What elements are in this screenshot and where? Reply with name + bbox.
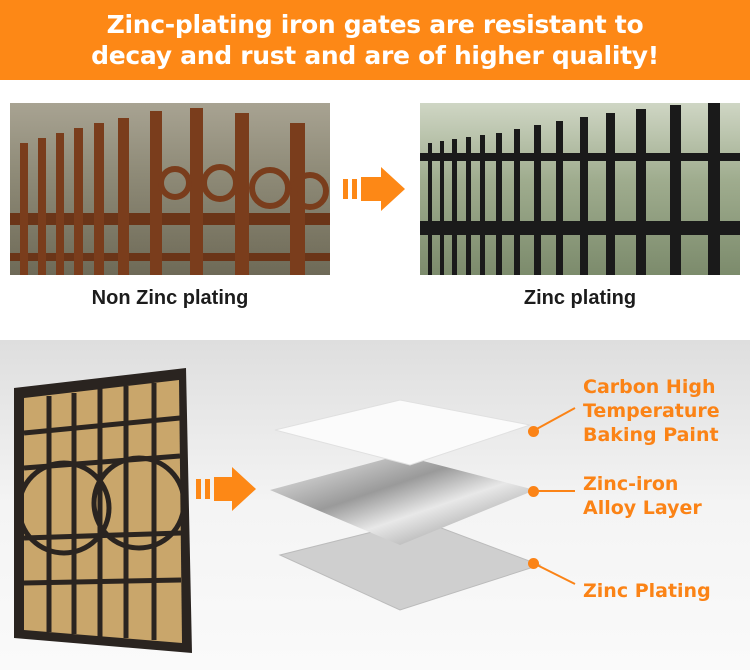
- label-alloy-layer: Zinc-iron Alloy Layer: [583, 472, 702, 520]
- headline-line-2: decay and rust and are of higher quality…: [91, 41, 659, 70]
- callout-dot: [528, 558, 539, 569]
- label-baking-paint: Carbon High Temperature Baking Paint: [583, 375, 720, 447]
- label-line: Carbon High: [583, 376, 716, 398]
- iron-door-illustration: [14, 368, 192, 653]
- layer-stack-illustration: [270, 399, 542, 611]
- arrow-right-icon: [196, 467, 256, 511]
- headline-banner: Zinc-plating iron gates are resistant to…: [0, 0, 750, 80]
- callout-dot: [528, 426, 539, 437]
- label-line: Alloy Layer: [583, 497, 702, 519]
- non-zinc-caption: Non Zinc plating: [91, 287, 249, 309]
- zinc-caption: Zinc plating: [523, 287, 637, 309]
- headline-line-1: Zinc-plating iron gates are resistant to: [106, 10, 644, 39]
- black-fence-illustration: [420, 103, 740, 275]
- label-line: Baking Paint: [583, 424, 719, 446]
- alloy-layer: [270, 455, 535, 545]
- arrow-right-icon: [343, 167, 405, 211]
- rusty-fence-photo: [10, 103, 330, 275]
- label-line: Zinc-iron: [583, 473, 679, 495]
- paint-layer: [274, 399, 532, 466]
- label-line: Temperature: [583, 400, 720, 422]
- label-zinc-plating: Zinc Plating: [583, 579, 711, 603]
- label-line: Zinc Plating: [583, 580, 711, 602]
- leader-lines: [532, 407, 576, 585]
- zinc-fence-photo: [420, 103, 740, 275]
- callout-dot: [528, 486, 539, 497]
- rusty-fence-illustration: [10, 108, 330, 275]
